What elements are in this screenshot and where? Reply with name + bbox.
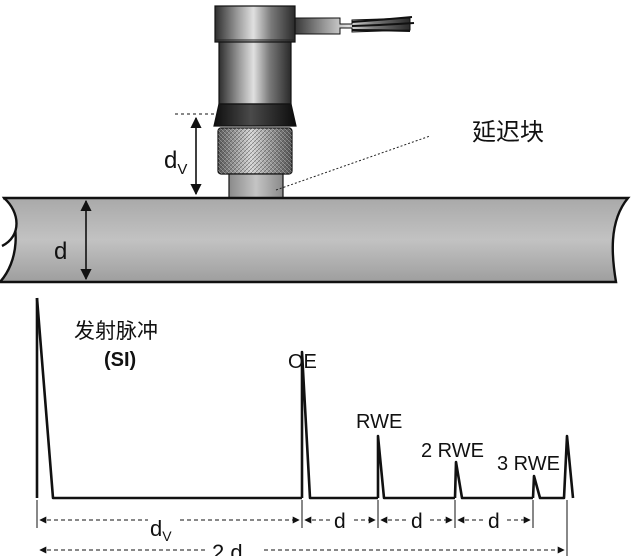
plate-body [0,196,631,284]
plate-thickness-dimension: d [54,199,92,281]
delay-block-leader [275,135,431,191]
delay-block-label: 延迟块 [472,119,544,146]
rwe-1-label: RWE [356,411,402,433]
dv-span-label: dV [150,516,172,544]
cable-wires [351,16,415,32]
plate-d-label: d [54,238,67,265]
si-pulse [35,297,302,500]
rwe-3-label: 3 RWE [497,453,560,475]
rwe-2-pulse [453,460,533,500]
initial-pulse-label: 发射脉冲 [74,320,158,343]
d-span-2-label: d [411,510,423,533]
d-span-1-label: d [334,510,346,533]
si-label: (SI) [104,349,136,371]
d-span-3-label: d [488,510,500,533]
dv-label: dV [164,147,187,178]
delay-block [228,173,284,199]
oe-pulse [300,350,378,500]
transducer-cap [214,5,296,43]
cable [291,17,411,35]
transducer [213,5,415,199]
transducer-collar [213,103,297,127]
transducer-body [218,41,292,105]
rwe-2-label: 2 RWE [421,440,484,462]
signal-trace [35,297,575,500]
rwe-1-pulse [376,434,455,500]
oe-label: OE [288,351,317,373]
dv-dimension: dV [164,113,215,196]
test-plate [0,196,631,284]
rwe-3-pulse [531,434,575,500]
2d-span-label: 2 d [212,540,243,556]
